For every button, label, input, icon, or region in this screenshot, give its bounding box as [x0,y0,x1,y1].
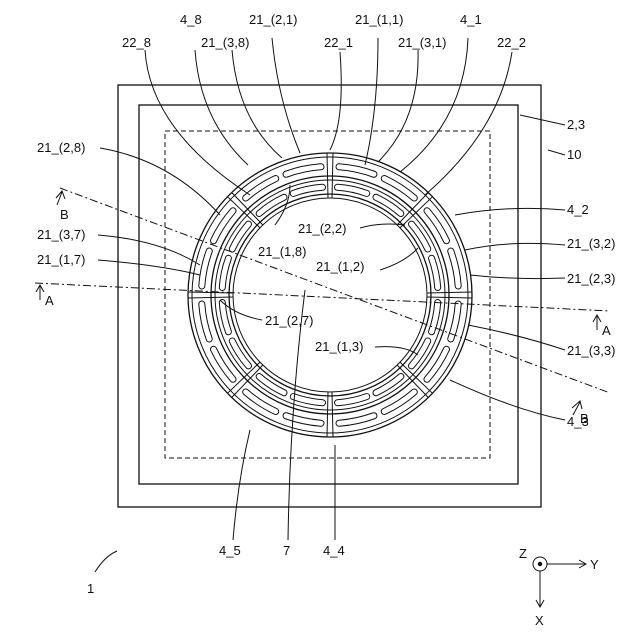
label-7: 7 [283,543,290,558]
label-21-3-7: 21_(3,7) [37,227,85,242]
ring-spoke-line [400,362,433,393]
arrow-b-left [56,191,65,205]
inner-frame-2-3 [139,105,518,484]
ring-spokes [188,153,472,437]
ring-slot [448,248,461,289]
label-21-3-3: 21_(3,3) [567,343,615,358]
ring-spoke-line [327,153,328,198]
outer-frame-10 [118,85,541,507]
label-x: X [535,613,544,628]
label-22-8: 22_8 [122,35,151,50]
ring-slots [199,164,461,426]
ring-slot [336,413,377,426]
ring-spoke-line [188,292,233,293]
label-4-2: 4_2 [567,202,589,217]
section-line-a [35,283,610,311]
ring-outer-edge [188,153,472,437]
ring-spoke-line [332,153,333,198]
ring-slot [199,248,212,289]
ring-spoke-line [397,365,428,398]
ring-spoke-line [397,193,428,226]
ring-spoke-line [228,362,261,393]
label-b-left: B [60,207,69,222]
x-axis-arrow-icon [536,571,544,607]
label-21-3-1: 21_(3,1) [398,35,446,50]
ring-spoke-line [228,197,261,228]
ring-slot [336,164,377,177]
ring-slot [283,413,324,426]
label-4-5: 4_5 [219,543,241,558]
label-21-1-1: 21_(1,1) [355,12,403,27]
label-a-left: A [45,293,54,308]
axis-indicator [533,557,586,607]
label-22-1: 22_1 [324,35,353,50]
label-21-1-2: 21_(1,2) [316,259,364,274]
label-21-3-2: 21_(3,2) [567,236,615,251]
label-21-1-8: 21_(1,8) [258,244,306,259]
label-21-2-2: 21_(2,2) [298,221,346,236]
ring-spoke-line [400,197,433,228]
label-21-2-1: 21_(2,1) [249,12,297,27]
ring-slot [448,301,461,342]
label-a-right: A [602,323,611,338]
ring-spoke-line [332,392,333,437]
label-10: 10 [567,147,581,162]
label-4-3: 4_3 [567,414,589,429]
label-21-1-7: 21_(1,7) [37,252,85,267]
label-21-1-3: 21_(1,3) [315,339,363,354]
label-21-2-7: 21_(2,7) [265,313,313,328]
label-4-8: 4_8 [180,12,202,27]
ring-middle-line-2 [215,180,445,410]
arrow-a-right [593,315,601,330]
ring-slot [283,164,324,177]
label-z: Z [519,546,527,561]
ring-spoke-line [427,297,472,298]
label-4-1: 4_1 [460,12,482,27]
label-4-4: 4_4 [323,543,345,558]
ring-slot [199,301,212,342]
y-axis-arrow-icon [547,560,586,568]
label-y: Y [590,557,599,572]
label-22-2: 22_2 [497,35,526,50]
label-21-2-8: 21_(2,8) [37,140,85,155]
ring-spoke-line [427,292,472,293]
ring-spoke-line [232,193,263,226]
ring-structure [188,153,472,437]
ring-middle-line [211,176,449,414]
ring-spoke-line [188,297,233,298]
label-21-2-3: 21_(2,3) [567,271,615,286]
label-1: 1 [87,581,94,596]
ring-spoke-line [232,365,263,398]
label-2-3: 2,3 [567,117,585,132]
arrow-a-left [36,285,44,300]
section-line-b [60,188,610,393]
label-21-3-8: 21_(3,8) [201,35,249,50]
ring-spoke-line [327,392,328,437]
